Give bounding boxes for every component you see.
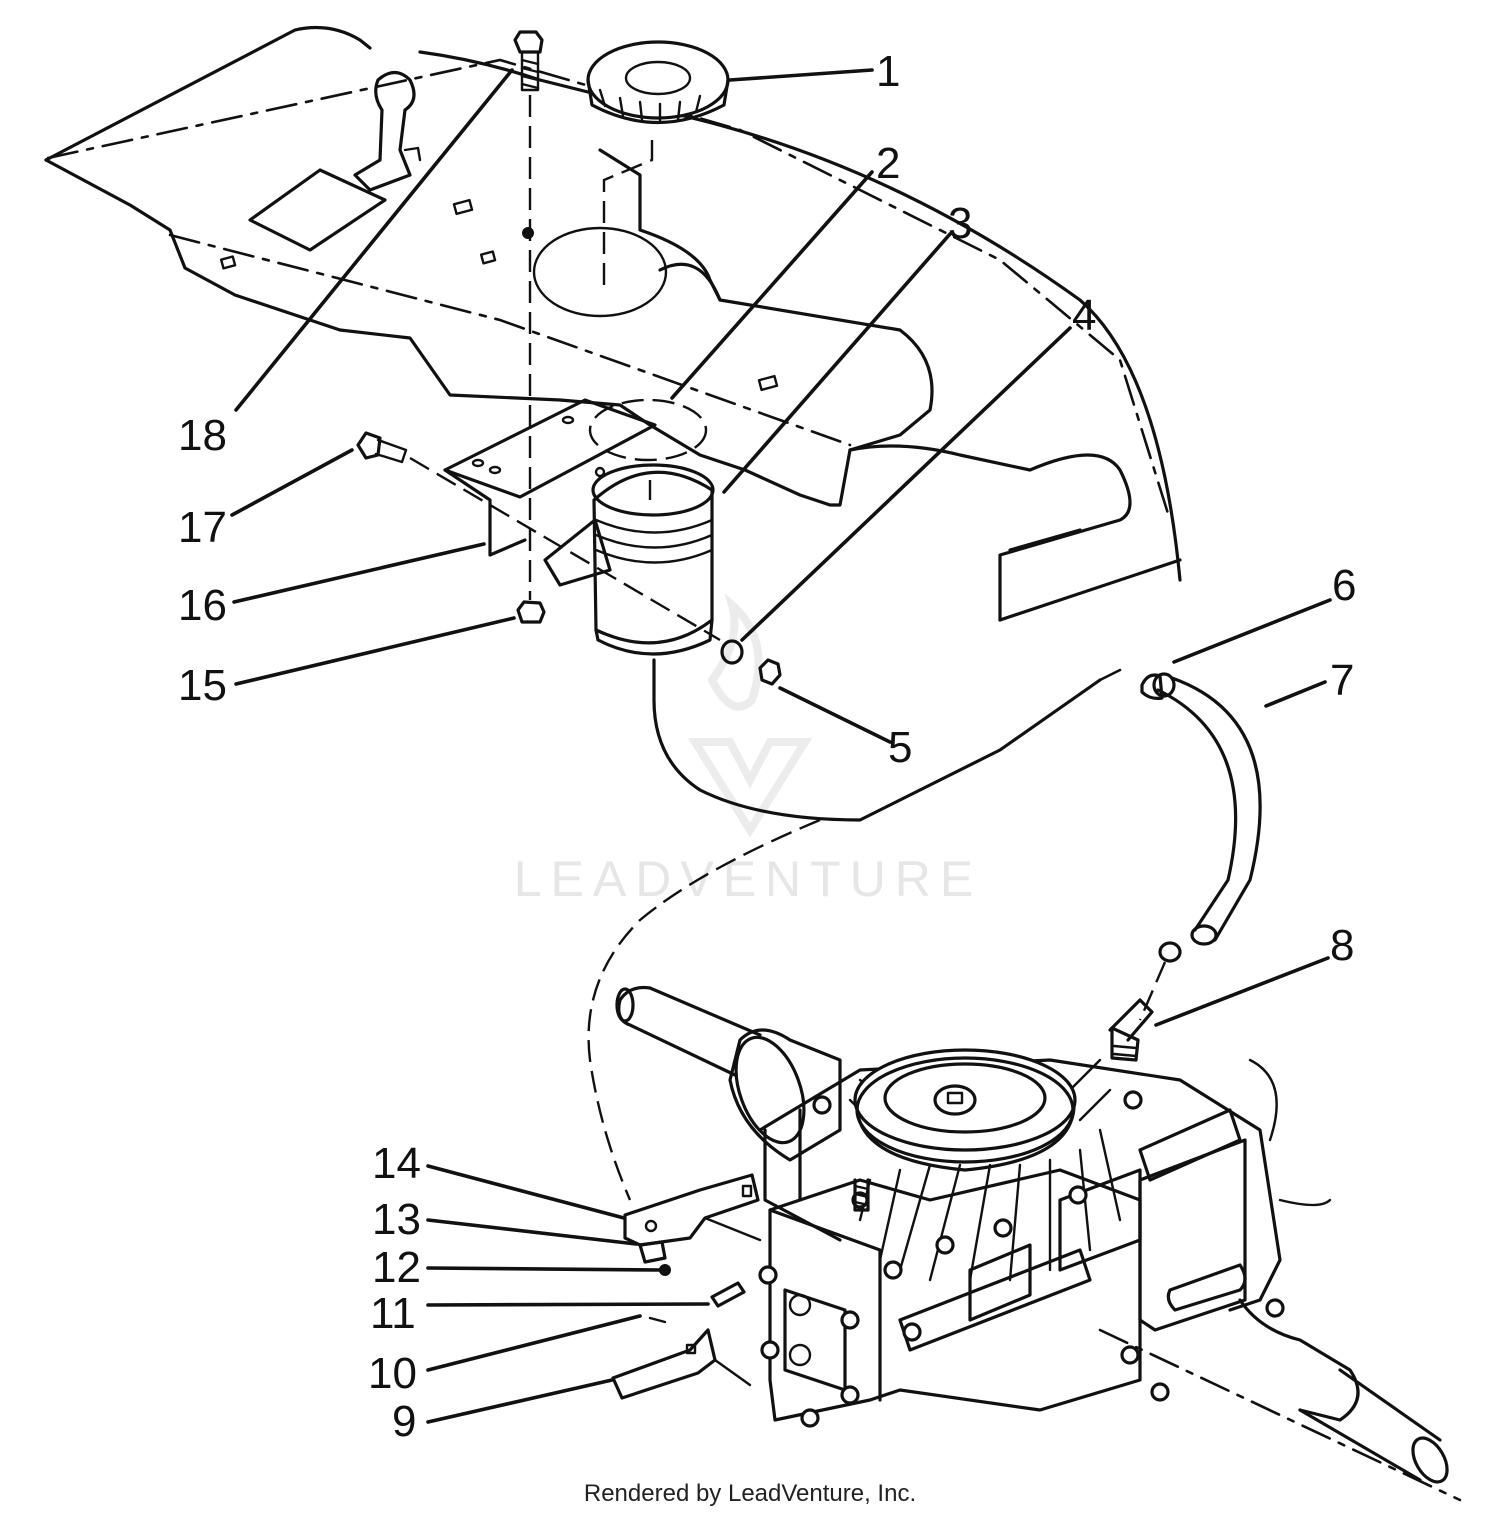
callout-4: 4 — [1072, 291, 1096, 340]
watermark-text: LEADVENTURE — [514, 851, 983, 907]
fitting-8 — [1108, 998, 1154, 1062]
callout-6: 6 — [1332, 561, 1356, 610]
callout-1: 1 — [876, 47, 900, 96]
callout-2: 2 — [876, 139, 900, 188]
lower-bracket-9 — [611, 1328, 752, 1400]
callout-18: 18 — [178, 411, 227, 460]
callout-16: 16 — [178, 581, 227, 630]
reservoir-cap — [586, 40, 730, 290]
callout-14: 14 — [372, 1139, 421, 1188]
bolt-18 — [513, 30, 544, 600]
bolt-17 — [356, 431, 721, 642]
nut-13 — [638, 1219, 667, 1264]
callout-13: 13 — [372, 1195, 421, 1244]
callout-8: 8 — [1330, 921, 1354, 970]
spring-clip-10 — [648, 1316, 667, 1324]
reservoir-tank — [591, 463, 1122, 822]
callout-labels: 1 2 3 4 5 6 7 8 9 10 11 12 13 14 15 16 1… — [178, 47, 1356, 1446]
callout-5: 5 — [888, 723, 912, 772]
hose-7 — [1152, 672, 1262, 946]
nut-15 — [516, 600, 546, 624]
callout-9: 9 — [392, 1397, 416, 1446]
callout-7: 7 — [1330, 656, 1354, 705]
callout-3: 3 — [948, 199, 972, 248]
footer-credit: Rendered by LeadVenture, Inc. — [583, 1480, 917, 1507]
nut-5 — [758, 658, 782, 686]
leader-lines — [230, 68, 1332, 1424]
hose-clamp-lower — [1138, 941, 1182, 1021]
washer-4 — [720, 639, 744, 665]
callout-15: 15 — [178, 661, 227, 710]
pin-11 — [710, 1281, 746, 1308]
callout-17: 17 — [178, 503, 227, 552]
callout-12: 12 — [372, 1243, 421, 1292]
callout-11: 11 — [370, 1289, 416, 1338]
clamp-6 — [1140, 673, 1164, 700]
upper-bracket-14 — [623, 1173, 762, 1247]
reservoir-filter — [588, 398, 708, 462]
transaxle — [615, 985, 1462, 1502]
callout-10: 10 — [368, 1349, 417, 1398]
tank-bracket — [443, 398, 657, 587]
fender-pan — [44, 25, 1182, 622]
